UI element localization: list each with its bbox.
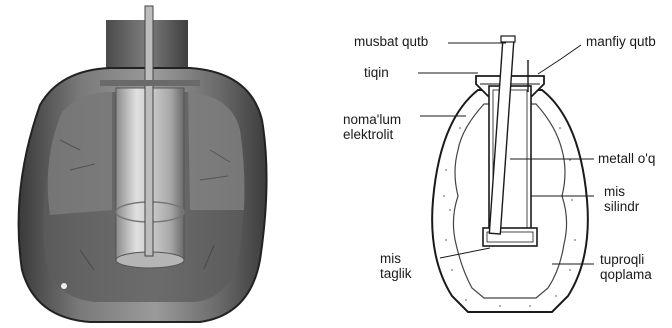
label-electrolyte-line2: elektrolit — [343, 127, 401, 142]
label-coating-line2: qoplama — [600, 267, 652, 282]
label-copper-base: mis taglik — [380, 251, 412, 281]
label-base-line2: taglik — [380, 266, 412, 281]
label-stopper: tiqin — [364, 65, 389, 80]
label-negative-pole: manfiy qutb — [586, 34, 656, 49]
label-electrolyte: noma'lum elektrolit — [343, 112, 401, 142]
label-copper-cylinder: mis silindr — [604, 184, 639, 214]
label-clay-coating: tuproqli qoplama — [600, 252, 652, 282]
label-base-line1: mis — [380, 251, 412, 266]
label-positive-pole: musbat qutb — [354, 34, 428, 49]
label-coating-line1: tuproqli — [600, 252, 652, 267]
label-electrolyte-line1: noma'lum — [343, 112, 401, 127]
label-metal-rod: metall o'q — [598, 151, 655, 166]
label-cylinder-line1: mis — [604, 184, 639, 199]
label-cylinder-line2: silindr — [604, 199, 639, 214]
